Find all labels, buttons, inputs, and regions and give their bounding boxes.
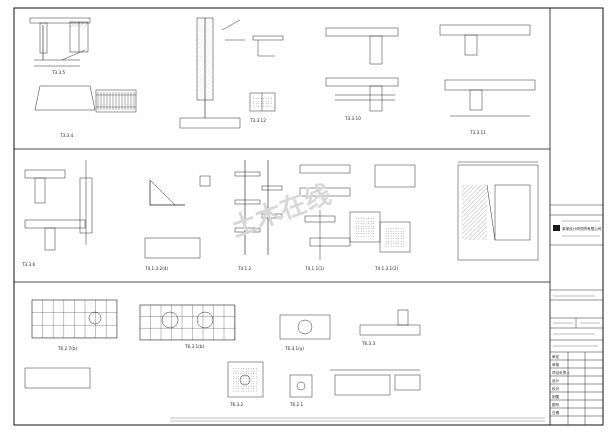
- caption-t3-3-6: T3.3.6: [21, 262, 36, 267]
- title-block-row-label: 制图: [552, 394, 560, 399]
- caption-t3-3-4: T3.3.4: [59, 133, 74, 138]
- detail-t3-3-12: [249, 35, 284, 112]
- caption-t6-3-1-a: T6.3.1(a): [284, 346, 304, 351]
- title-block-row-label: 图号: [552, 402, 560, 407]
- caption-t6-3-3: T6.3.3: [361, 341, 376, 346]
- detail-t6-3-1-a: [279, 314, 331, 340]
- caption-t3-3-5: T3.3.5: [51, 70, 66, 75]
- detail-t4-1-3-1: [374, 164, 416, 253]
- caption-t6-2-7: T6.2.7(b): [57, 346, 78, 351]
- detail-t6-3-1-b: [139, 304, 236, 341]
- title-block-row-label: 项目负责人: [552, 370, 570, 375]
- detail-t3-3-5-b: [69, 21, 89, 53]
- caption-t4-1-3-1: T4.1.3.1(2): [374, 266, 399, 271]
- company-logo: [553, 225, 560, 231]
- detail-wall-opening: [457, 161, 539, 261]
- detail-t3-3-10: [325, 27, 399, 112]
- detail-t3-3-6: [24, 160, 93, 251]
- caption-t6-3-1-b: T6.3.1(b): [184, 344, 205, 349]
- caption-t6-2-1: T6.2.1: [289, 402, 304, 407]
- row3-captions: T6.2.7(b) T6.3.1(b) T6.3.1(a) T6.3.3 T6.…: [57, 341, 376, 407]
- detail-t4-1-2: [234, 160, 283, 255]
- caption-t3-3-11: T3.3.11: [469, 130, 486, 135]
- caption-t4-1-2: T4.1.2: [237, 266, 252, 271]
- sheet-border: [13, 7, 604, 426]
- caption-t3-3-12: T3.3.12: [249, 118, 266, 123]
- title-block-row-label: 校对: [552, 386, 560, 391]
- row1-captions: T3.3.5 T3.3.4 T3.3.12 T3.3.10 T3.3.11: [51, 70, 486, 138]
- watermark: 土木在线: [227, 180, 335, 244]
- caption-t6-3-2: T6.3.2: [229, 402, 244, 407]
- title-block-row-label: 设计: [552, 378, 560, 383]
- caption-t4-1-3-2: T4.1.3.2(4): [144, 266, 169, 271]
- detail-col-a: [179, 17, 245, 129]
- detail-t3-3-5: [29, 17, 91, 67]
- title-block-row-label: 审定: [552, 354, 560, 359]
- detail-t3-3-4: [34, 85, 137, 113]
- row2-captions: T3.3.6 T4.1.3.2(4) T4.1.2 T4.1.1(1) T4.1…: [21, 262, 399, 271]
- detail-t4-1-3-2: [144, 175, 211, 259]
- title-block-company: 某某设计研究院有限公司: [562, 226, 602, 231]
- title-block-row-label: 日期: [552, 410, 560, 415]
- detail-t6-2-1: [289, 369, 421, 398]
- detail-t3-3-11: [439, 24, 536, 117]
- detail-t6-3-2: [227, 361, 264, 398]
- detail-t6-3-3: [359, 309, 421, 336]
- title-block-row-label: 审核: [552, 362, 560, 367]
- caption-t3-3-10: T3.3.10: [344, 116, 361, 121]
- detail-t6-2-7: [24, 299, 118, 389]
- caption-t4-1-1: T4.1.1(1): [304, 266, 325, 271]
